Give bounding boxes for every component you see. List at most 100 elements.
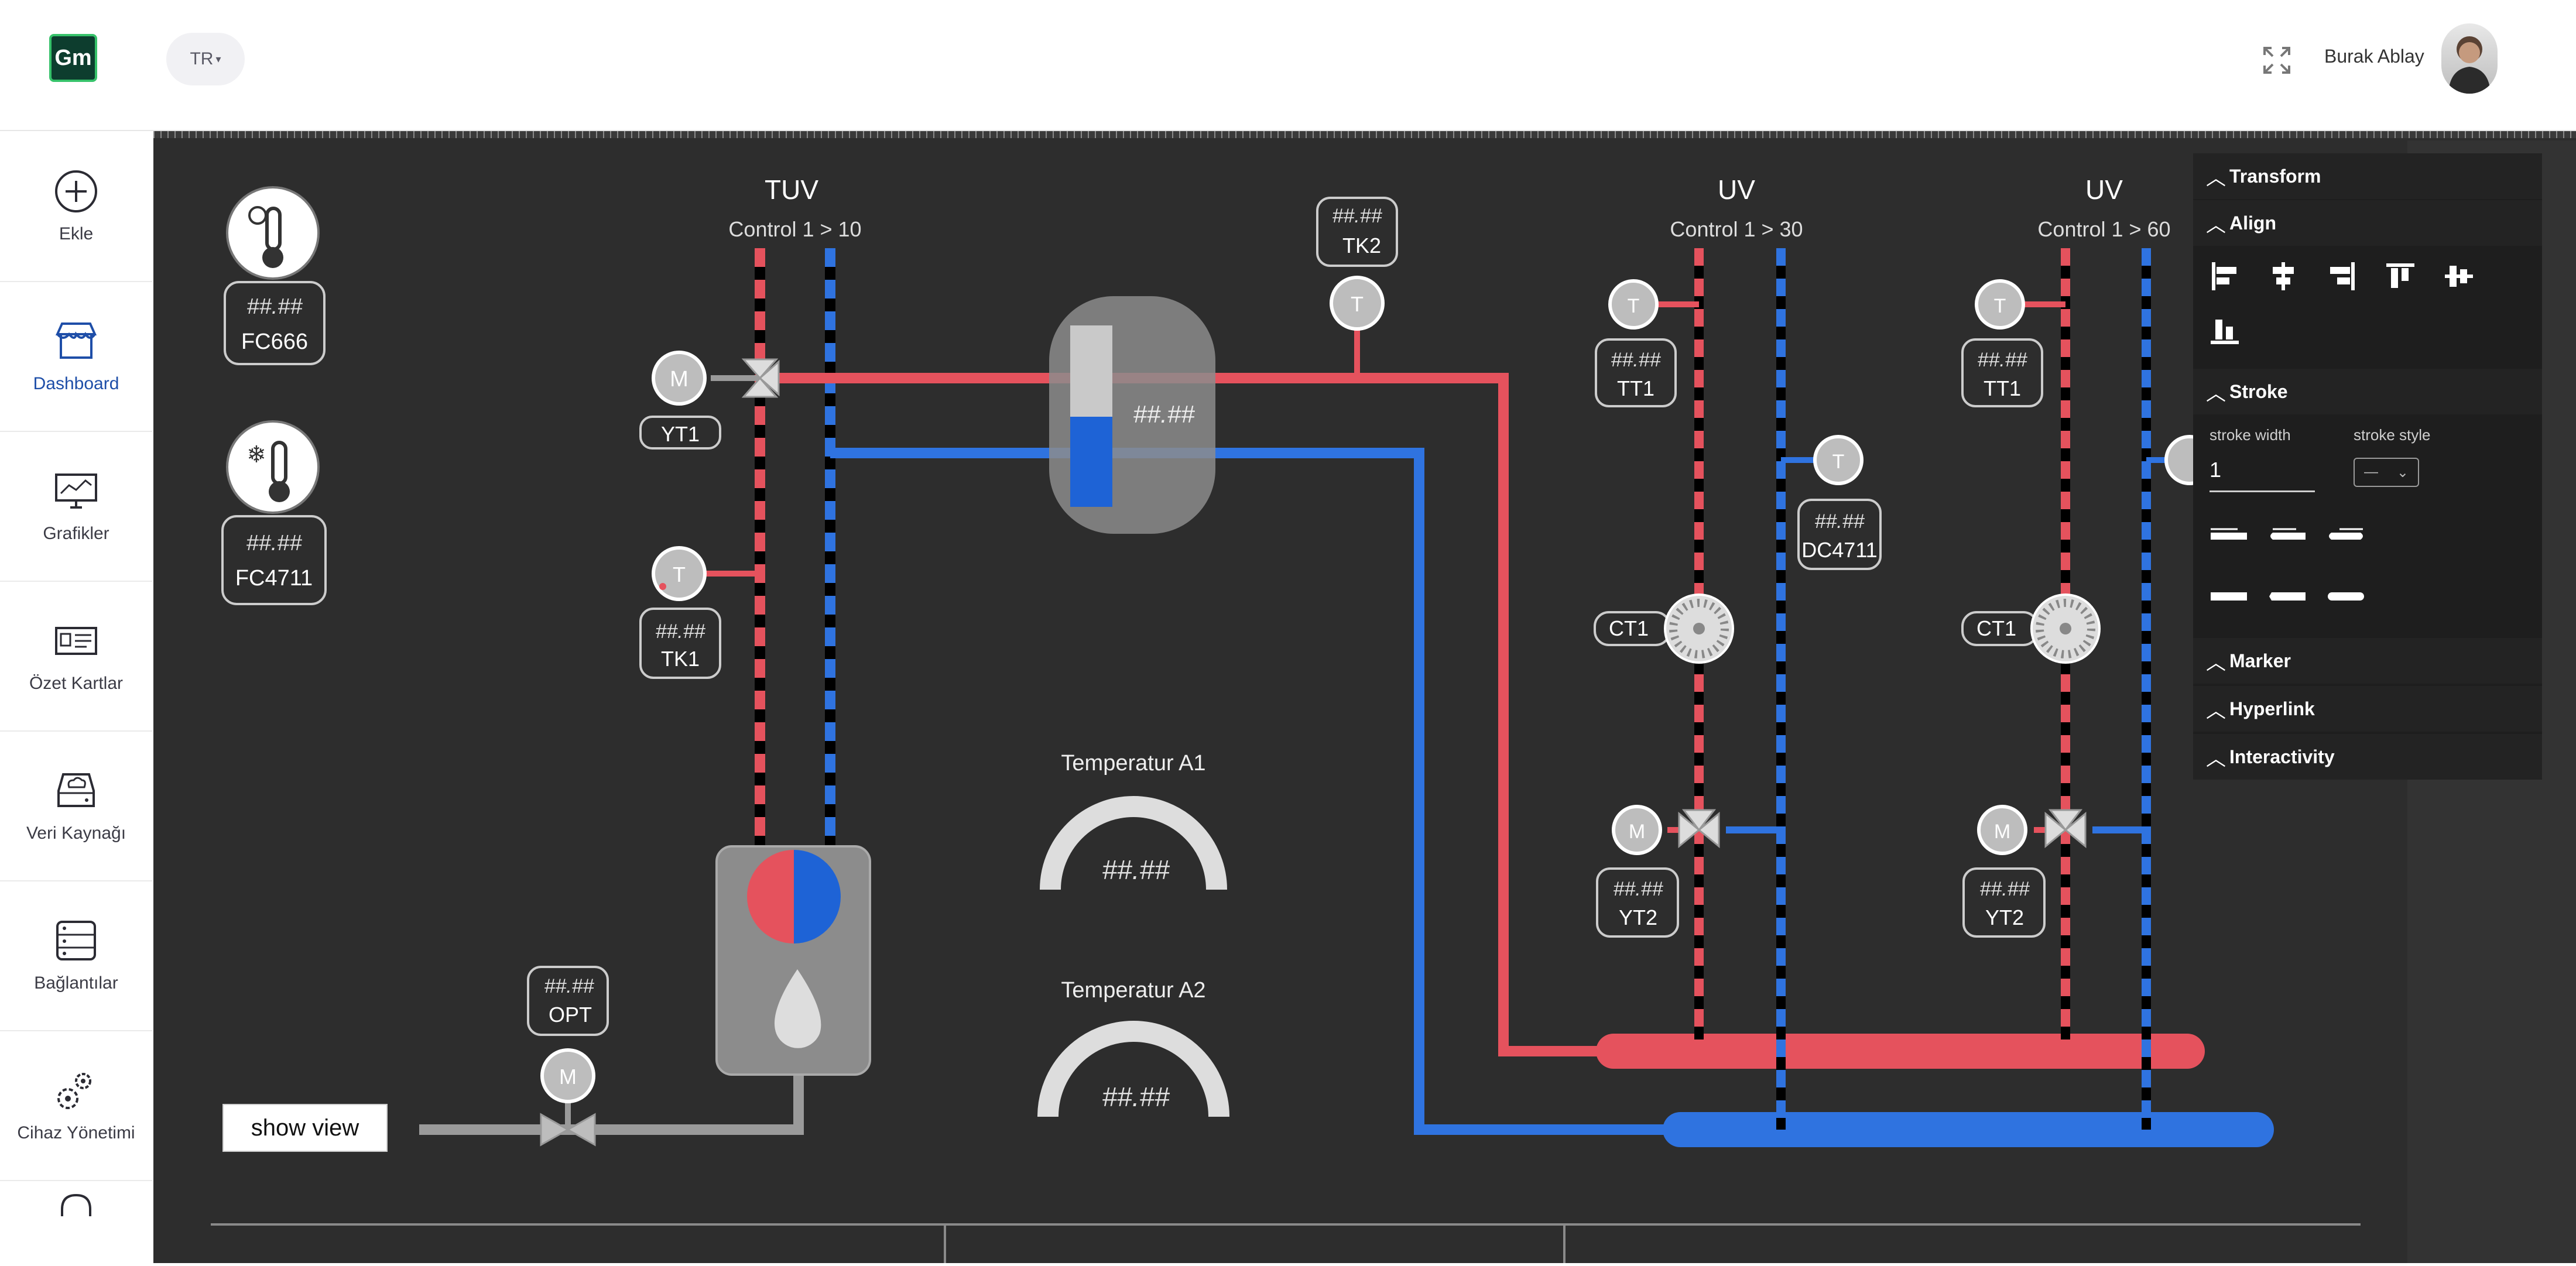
- section-marker[interactable]: ︿Marker: [2193, 638, 2542, 684]
- section-stroke[interactable]: ︿Stroke: [2193, 369, 2542, 414]
- fc666-sensor[interactable]: ##.## FC666: [224, 186, 326, 365]
- show-view-button[interactable]: show view: [222, 1104, 388, 1152]
- line-cap-round-icon[interactable]: [2267, 526, 2308, 543]
- uv1-tt1-sensor[interactable]: T ##.## TT1: [1595, 279, 1677, 407]
- section-title: Marker: [2229, 650, 2291, 671]
- uv2-tt1-sensor[interactable]: T ##.## TT1: [1961, 279, 2043, 407]
- opt-value: ##.##: [544, 975, 594, 997]
- sidebar-item-grafikler[interactable]: Grafikler: [0, 431, 152, 582]
- line-cap-butt-icon[interactable]: [2208, 526, 2249, 543]
- opt-motor-symbol: M: [559, 1065, 577, 1089]
- dc4711-sensor[interactable]: T ##.## DC4711: [1797, 435, 1882, 570]
- sidebar-item-dashboard[interactable]: Dashboard: [0, 281, 152, 432]
- line-cap-square-icon[interactable]: [2325, 526, 2366, 543]
- uv1-yt2-motor-symbol: M: [1629, 821, 1645, 843]
- tk1-sensor[interactable]: T ##.## TK1: [639, 546, 721, 679]
- sidebar: Ekle Dashboard Grafikler Özet Kartlar Ve…: [0, 131, 152, 1263]
- line-join-miter-icon[interactable]: [2208, 588, 2249, 605]
- sidebar-item-veri-kaynagi[interactable]: Veri Kaynağı: [0, 730, 152, 881]
- temperature-a2-gauge[interactable]: Temperatur A2 ##.##: [1037, 978, 1229, 1117]
- opt-label: OPT: [549, 1003, 592, 1027]
- tk2-sensor[interactable]: ##.## TK2 T: [1316, 197, 1398, 331]
- top-bar: Gm TR▾ Burak Ablay: [0, 0, 2576, 131]
- stroke-width-label: stroke width: [2210, 426, 2291, 444]
- sidebar-item-label: Dashboard: [33, 374, 119, 393]
- tuv-control-label: Control 1 > 10: [728, 217, 861, 241]
- fc4711-sensor[interactable]: ❄ ##.## FC4711: [221, 420, 327, 605]
- align-top-icon[interactable]: [2384, 260, 2417, 293]
- sidebar-item-cihaz-yonetimi[interactable]: Cihaz Yönetimi: [0, 1030, 152, 1181]
- temp-a2-value: ##.##: [1102, 1082, 1170, 1112]
- sidebar-item-label: Bağlantılar: [34, 973, 118, 993]
- uv2-tt1-value: ##.##: [1977, 349, 2027, 371]
- language-dropdown[interactable]: TR▾: [166, 33, 245, 85]
- uv1-title: UV: [1718, 174, 1755, 205]
- sidebar-item-baglantilar[interactable]: Bağlantılar: [0, 880, 152, 1031]
- uv1-yt2-label: YT2: [1619, 905, 1657, 929]
- sidebar-item-ekle[interactable]: Ekle: [0, 131, 152, 282]
- storage-tank[interactable]: ##.##: [1049, 296, 1215, 534]
- fc666-label: FC666: [241, 330, 308, 354]
- chevron-down-icon: ▾: [215, 53, 221, 65]
- tuv-title: TUV: [765, 174, 818, 205]
- uv2-ct1-fan[interactable]: CT1: [1961, 593, 2101, 664]
- table-divider: [211, 1223, 2361, 1263]
- sidebar-item-ozet-kartlar[interactable]: Özet Kartlar: [0, 581, 152, 732]
- section-transform[interactable]: ︿Transform: [2193, 153, 2542, 199]
- pipes: [419, 248, 2274, 1147]
- card-icon: [55, 627, 97, 655]
- align-middle-icon[interactable]: [2443, 260, 2475, 293]
- section-hyperlink[interactable]: ︿Hyperlink: [2193, 686, 2542, 732]
- uv1-ct1-label: CT1: [1609, 616, 1649, 640]
- properties-panel: ︿Transform ︿Align ︿Stroke stroke width s…: [2193, 153, 2542, 780]
- sidebar-item-label: Özet Kartlar: [29, 674, 124, 693]
- stroke-style-select[interactable]: —⌄: [2354, 458, 2419, 487]
- uv1-ct1-fan[interactable]: CT1: [1594, 593, 1734, 664]
- sidebar-item-label: Grafikler: [43, 524, 109, 543]
- uv2-yt2-value: ##.##: [1979, 878, 2030, 900]
- line-join-bevel-icon[interactable]: [2267, 588, 2308, 605]
- section-title: Transform: [2229, 165, 2321, 187]
- yt1-valve[interactable]: M YT1: [639, 351, 780, 450]
- fc4711-label: FC4711: [235, 566, 313, 591]
- server-icon: [56, 921, 96, 960]
- uv2-yt2-motor-symbol: M: [1994, 821, 2010, 843]
- dc4711-label: DC4711: [1801, 538, 1877, 562]
- dc4711-symbol: T: [1832, 451, 1845, 473]
- section-title: Hyperlink: [2229, 698, 2315, 719]
- temp-a1-label: Temperatur A1: [1061, 751, 1205, 776]
- tk2-value: ##.##: [1332, 205, 1382, 227]
- chevron-up-icon: ︿: [2206, 651, 2226, 674]
- section-align[interactable]: ︿Align: [2193, 200, 2542, 246]
- uv2-ct1-label: CT1: [1976, 616, 2016, 640]
- headset-icon: [61, 1193, 91, 1216]
- chevron-up-icon: ︿: [2206, 699, 2226, 722]
- user-name[interactable]: Burak Ablay: [2324, 46, 2424, 67]
- opt-pump[interactable]: ##.## OPT M: [527, 966, 609, 1147]
- uv2-title: UV: [2085, 174, 2123, 205]
- app-logo[interactable]: Gm: [49, 34, 97, 82]
- uv1-control-label: Control 1 > 30: [1670, 217, 1803, 241]
- section-title: Stroke: [2229, 380, 2288, 402]
- align-center-icon[interactable]: [2267, 260, 2300, 293]
- uv1-yt2-valve[interactable]: M ##.## YT2: [1596, 805, 1720, 938]
- temp-a2-label: Temperatur A2: [1061, 978, 1205, 1003]
- avatar[interactable]: [2441, 23, 2498, 94]
- heat-exchanger[interactable]: [715, 845, 871, 1076]
- uv1-tt1-value: ##.##: [1611, 349, 1661, 371]
- sidebar-item-more[interactable]: [0, 1180, 152, 1263]
- stroke-width-input[interactable]: 1: [2210, 458, 2315, 492]
- temp-a1-value: ##.##: [1102, 855, 1170, 885]
- align-left-icon[interactable]: [2208, 260, 2241, 293]
- section-interactivity[interactable]: ︿Interactivity: [2193, 734, 2542, 780]
- line-join-round-icon[interactable]: [2325, 588, 2366, 605]
- fullscreen-icon[interactable]: [2261, 44, 2293, 76]
- temperature-a1-gauge[interactable]: Temperatur A1 ##.##: [1040, 751, 1227, 890]
- sidebar-item-label: Ekle: [59, 224, 94, 243]
- language-value: TR: [190, 49, 214, 68]
- dc4711-value: ##.##: [1814, 510, 1865, 533]
- uv2-yt2-valve[interactable]: M ##.## YT2: [1962, 805, 2087, 938]
- uv2-yt2-label: YT2: [1985, 905, 2024, 929]
- align-bottom-icon[interactable]: [2208, 315, 2241, 348]
- align-right-icon[interactable]: [2325, 260, 2358, 293]
